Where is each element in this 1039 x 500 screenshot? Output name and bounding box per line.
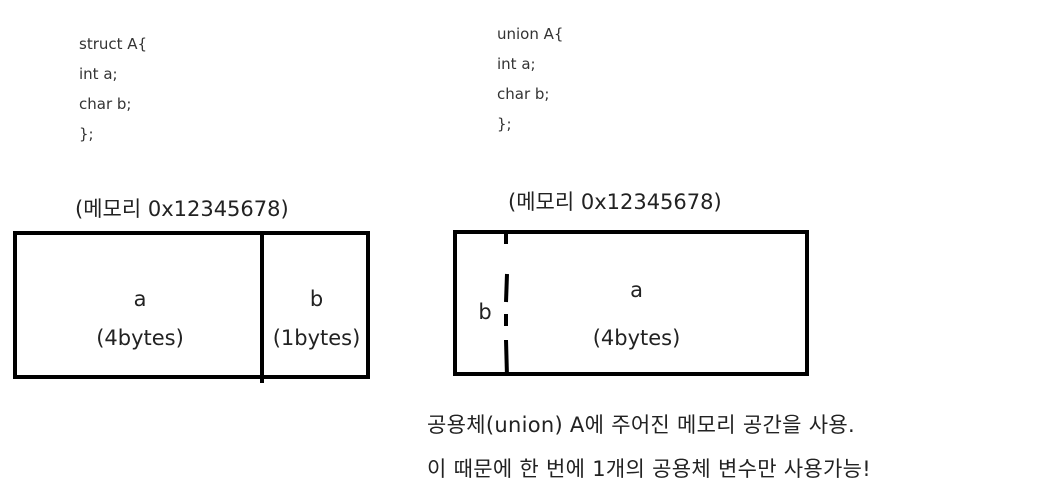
union-memory-address-label: (메모리 0x12345678) [508, 190, 722, 214]
struct-cell-b-size: (1bytes) [272, 326, 361, 350]
union-code-block: union A{ int a; char b; }; [497, 19, 563, 139]
struct-cell-divider [260, 231, 264, 383]
union-cell-a-name: a [630, 278, 643, 302]
code-line: char b; [79, 95, 132, 113]
code-line: union A{ [497, 25, 564, 43]
struct-cell-a-name: a [133, 287, 147, 311]
union-cell-a-size: (4bytes) [592, 326, 681, 350]
code-line: }; [79, 125, 94, 143]
code-line: struct A{ [79, 35, 148, 53]
union-note-line-1: 공용체(union) A에 주어진 메모리 공간을 사용. [427, 413, 855, 437]
union-memory-box: b a (4bytes) [453, 230, 809, 376]
struct-memory-address-label: (메모리 0x12345678) [75, 197, 289, 221]
code-line: char b; [497, 85, 550, 103]
union-note-line-2: 이 때문에 한 번에 1개의 공용체 변수만 사용가능! [427, 457, 871, 481]
struct-code-block: struct A{ int a; char b; }; [79, 29, 147, 149]
code-line: }; [497, 115, 512, 133]
struct-cell-a-size: (4bytes) [96, 326, 184, 350]
union-overlap-dashed-divider [504, 230, 509, 376]
struct-cell-b-name: b [309, 287, 324, 311]
code-line: int a; [79, 65, 118, 83]
code-line: int a; [497, 55, 536, 73]
union-cell-b-name: b [478, 300, 492, 324]
struct-memory-box: a (4bytes) b (1bytes) [13, 231, 370, 379]
